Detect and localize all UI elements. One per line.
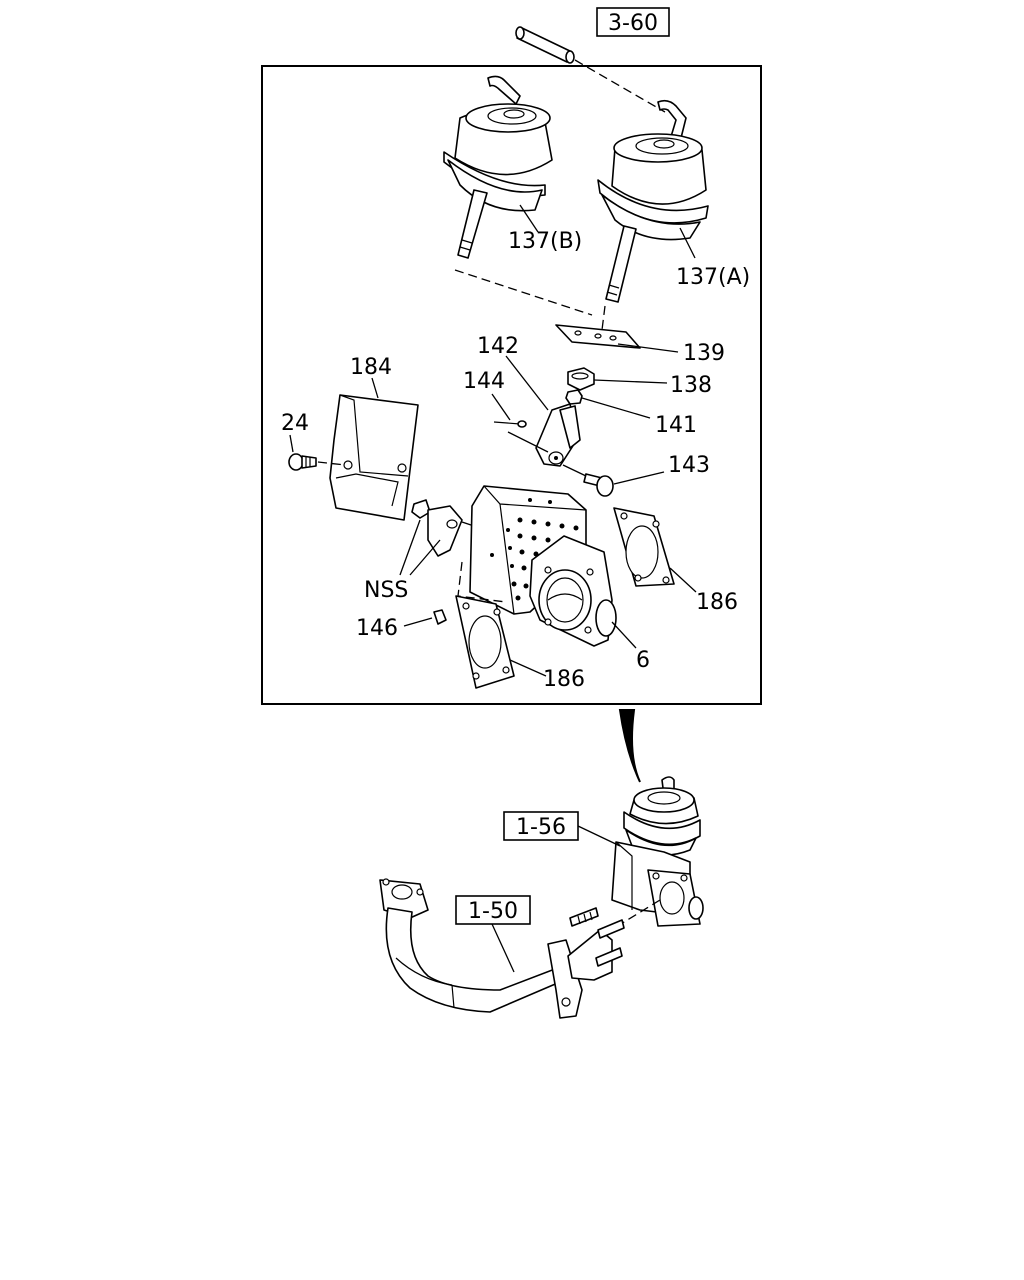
leader-142 (505, 355, 549, 411)
leader-141 (581, 397, 651, 419)
label-186-bottom: 186 (543, 667, 585, 692)
label-137a: 137(A) (676, 265, 750, 290)
assembled-exhaust-brake (611, 776, 704, 927)
leader-137a (679, 227, 696, 259)
exhaust-pipe-assembly (379, 878, 625, 1019)
bolt-dashline (562, 464, 587, 477)
leader-144 (491, 393, 511, 421)
bolt-24-dashline (317, 461, 346, 466)
ref-box-1-56[interactable]: 1-56 (503, 811, 579, 841)
gasket-186-bottom (455, 595, 515, 689)
ref-box-3-60[interactable]: 3-60 (596, 7, 670, 37)
leader-nss-a (399, 519, 421, 576)
leader-186-right (669, 567, 697, 593)
ref-label-1-56: 1-56 (516, 815, 566, 840)
ref-box-1-50[interactable]: 1-50 (455, 895, 531, 925)
actuator-a-dashline (601, 305, 606, 331)
hose-connection-dashline (574, 59, 666, 113)
leader-24 (289, 434, 294, 453)
label-184: 184 (350, 355, 392, 380)
label-nss: NSS (364, 578, 408, 603)
label-6: 6 (636, 648, 650, 673)
leader-1-50 (491, 923, 515, 973)
actuator-b-dashline (454, 269, 593, 316)
leader-139 (617, 343, 679, 353)
ref-label-3-60: 3-60 (608, 11, 658, 36)
label-144: 144 (463, 369, 505, 394)
detail-frame (261, 65, 762, 705)
vacuum-actuator-137a (597, 99, 709, 303)
nut-141 (565, 389, 583, 405)
bolt-24 (288, 453, 317, 471)
label-142: 142 (477, 334, 519, 359)
label-139: 139 (683, 341, 725, 366)
label-138: 138 (670, 373, 712, 398)
leader-184 (371, 377, 379, 399)
leader-137b (519, 204, 539, 233)
lever-142 (535, 403, 581, 467)
bolt-146 (433, 609, 447, 625)
vacuum-actuator-137b (443, 75, 553, 259)
leader-nss-b (409, 539, 441, 576)
nut-138 (567, 367, 595, 391)
leader-143 (613, 471, 665, 485)
label-24: 24 (281, 411, 309, 436)
leader-1-56 (577, 825, 621, 847)
label-146: 146 (356, 616, 398, 641)
label-186-right: 186 (696, 590, 738, 615)
label-137b: 137(B) (508, 229, 582, 254)
valve-housing-6 (529, 535, 617, 647)
bracket-plate-139 (555, 324, 641, 349)
bolt-143 (583, 473, 614, 497)
gasket-186-right (613, 507, 675, 587)
detail-callout-arrow (618, 709, 641, 783)
vacuum-hose-part (515, 26, 575, 64)
heat-shield-184 (329, 394, 419, 521)
label-143: 143 (668, 453, 710, 478)
leader-138 (593, 379, 668, 384)
ref-label-1-50: 1-50 (468, 899, 518, 924)
pin-dashline (507, 431, 549, 453)
pin-144 (493, 420, 527, 428)
label-141: 141 (655, 413, 697, 438)
leader-146 (403, 617, 433, 627)
leader-186-bottom (509, 659, 547, 677)
nss-parts (411, 499, 463, 557)
leader-6 (611, 621, 637, 649)
